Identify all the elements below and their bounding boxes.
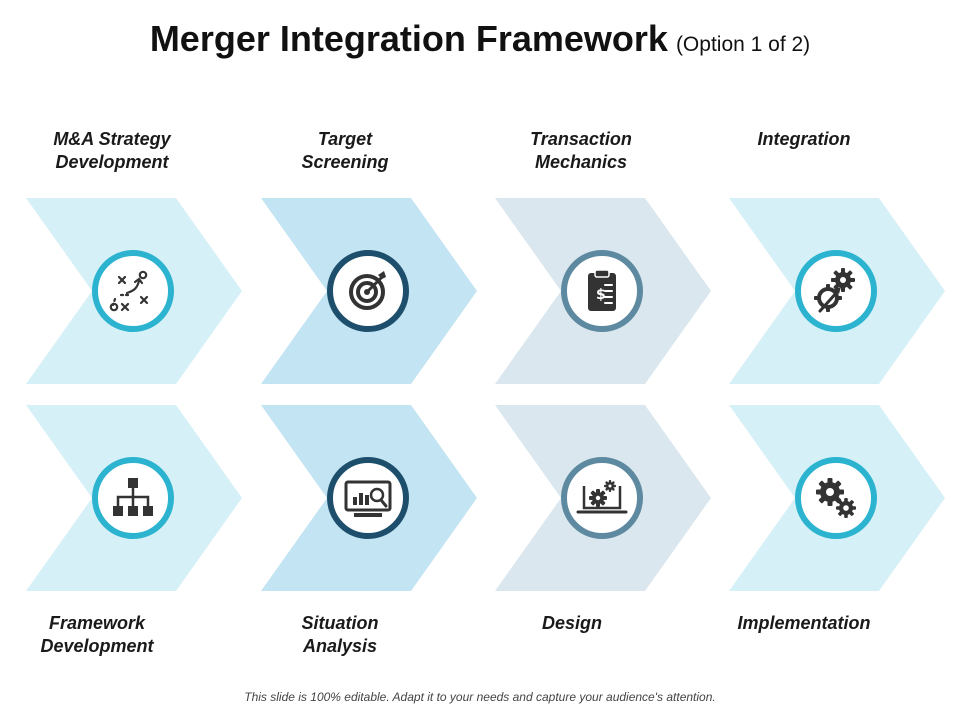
monitor-search-icon — [344, 480, 392, 517]
chevron-integration — [729, 198, 945, 384]
gears-arrow-icon — [814, 268, 855, 313]
stage-label-strategy: M&A Strategy Development — [12, 128, 212, 174]
stage-label-line2: Analysis — [302, 636, 378, 656]
stage-label-implementation: Implementation — [704, 612, 904, 635]
svg-text:$: $ — [596, 287, 606, 303]
stage-label-framework-development: Framework Development — [0, 612, 197, 658]
stage-label-line1: Implementation — [737, 613, 871, 633]
chevron-target-screening — [261, 198, 477, 384]
stage-label-line1: Target — [317, 129, 373, 149]
stage-label-line2: Development — [55, 152, 169, 172]
stage-label-line1: Framework — [48, 613, 146, 633]
icon-ring — [92, 457, 174, 539]
chevron-implementation — [729, 405, 945, 591]
laptop-gears-icon — [576, 480, 628, 514]
icon-ring — [92, 250, 174, 332]
slide-title: Merger Integration Framework (Option 1 of… — [0, 18, 960, 60]
icon-ring — [795, 457, 877, 539]
stage-label-transaction-mechanics: Transaction Mechanics — [481, 128, 681, 174]
stage-label-integration: Integration — [704, 128, 904, 151]
title-main: Merger Integration Framework — [149, 18, 668, 59]
clipboard-dollar-icon: $ — [588, 269, 616, 311]
stage-label-line1: M&A Strategy — [53, 129, 171, 149]
stage-label-line1: Situation — [301, 613, 379, 633]
icon-ring — [561, 457, 643, 539]
chevron-situation-analysis — [261, 405, 477, 591]
stage-label-line1: Integration — [757, 129, 851, 149]
stage-label-target-screening: Target Screening — [245, 128, 445, 174]
icon-ring — [327, 457, 409, 539]
stage-label-line2: Mechanics — [534, 152, 628, 172]
chevron-framework-development — [26, 405, 242, 591]
icon-ring — [795, 250, 877, 332]
stage-label-line2: Screening — [301, 152, 389, 172]
stage-label-situation-analysis: Situation Analysis — [240, 612, 440, 658]
strategy-play-icon — [109, 270, 149, 312]
target-icon — [349, 271, 386, 310]
stage-label-line1: Design — [541, 613, 602, 633]
gears-icon — [816, 478, 856, 518]
icon-ring: $ — [561, 250, 643, 332]
chevron-transaction-mechanics: $ — [495, 198, 711, 384]
stage-label-line2: Development — [40, 636, 154, 656]
stage-label-design: Design — [472, 612, 672, 635]
chevron-strategy — [26, 198, 242, 384]
chevron-design — [495, 405, 711, 591]
title-subtitle: (Option 1 of 2) — [675, 33, 811, 56]
stage-label-line1: Transaction — [530, 129, 632, 149]
icon-ring — [327, 250, 409, 332]
footer-note: This slide is 100% editable. Adapt it to… — [244, 690, 716, 704]
org-chart-icon — [113, 478, 153, 516]
